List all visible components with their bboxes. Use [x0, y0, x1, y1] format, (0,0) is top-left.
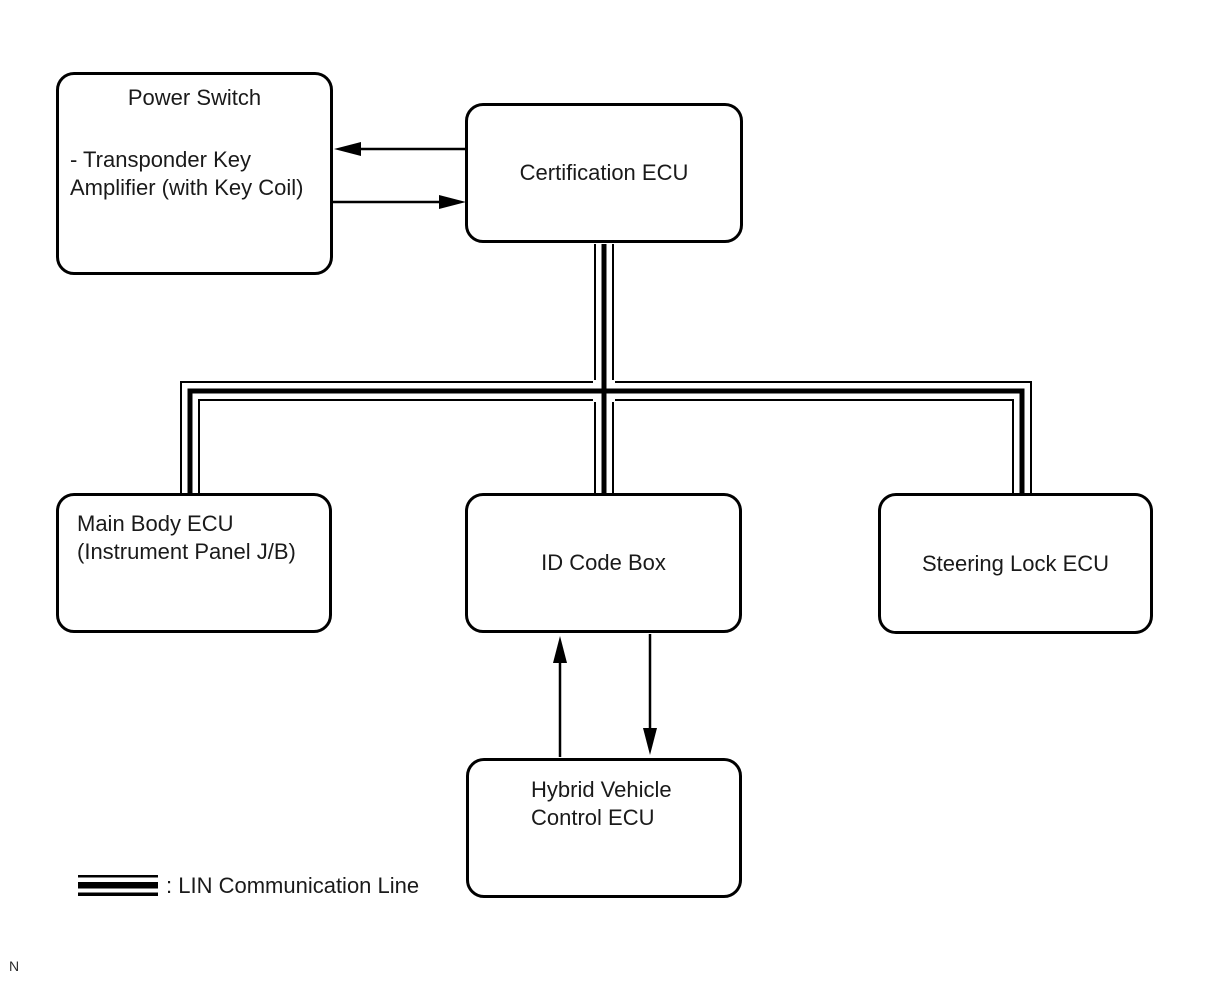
id-code-box-label: ID Code Box: [541, 550, 666, 575]
node-hybrid-vehicle-control-ecu: Hybrid Vehicle Control ECU: [466, 758, 742, 898]
arrow-cert-to-power: [334, 142, 467, 156]
lin-line-legend-label: : LIN Communication Line: [166, 873, 420, 898]
power-switch-subline-1: - Transponder Key: [70, 147, 251, 172]
node-id-code-box: ID Code Box: [465, 493, 742, 633]
arrow-idcode-to-hybrid: [643, 634, 657, 755]
lin-center-drop-line: [593, 244, 615, 496]
node-main-body-ecu: Main Body ECU (Instrument Panel J/B): [56, 493, 332, 633]
arrow-hybrid-to-idcode: [553, 636, 567, 757]
lin-crossing: [573, 372, 635, 410]
steering-lock-ecu-label: Steering Lock ECU: [921, 550, 1110, 576]
hybrid-vehicle-line-2: Control ECU: [531, 805, 655, 830]
node-steering-lock-ecu: Steering Lock ECU: [878, 493, 1153, 634]
corner-mark: N: [9, 958, 20, 974]
node-power-switch: Power Switch - Transponder Key Amplifier…: [56, 72, 333, 275]
hybrid-vehicle-line-1: Hybrid Vehicle: [531, 777, 672, 802]
lin-line-legend-swatch-icon: [78, 875, 158, 896]
certification-ecu-label: Certification ECU: [519, 160, 689, 185]
main-body-ecu-line-1: Main Body ECU: [77, 511, 234, 536]
power-switch-sublabel: - Transponder Key Amplifier (with Key Co…: [59, 146, 330, 202]
power-switch-title: Power Switch: [127, 85, 262, 110]
node-certification-ecu: Certification ECU: [465, 103, 743, 243]
main-body-ecu-line-2: (Instrument Panel J/B): [77, 539, 296, 564]
arrow-power-to-cert: [333, 195, 466, 209]
power-switch-subline-2: Amplifier (with Key Coil): [70, 175, 304, 200]
